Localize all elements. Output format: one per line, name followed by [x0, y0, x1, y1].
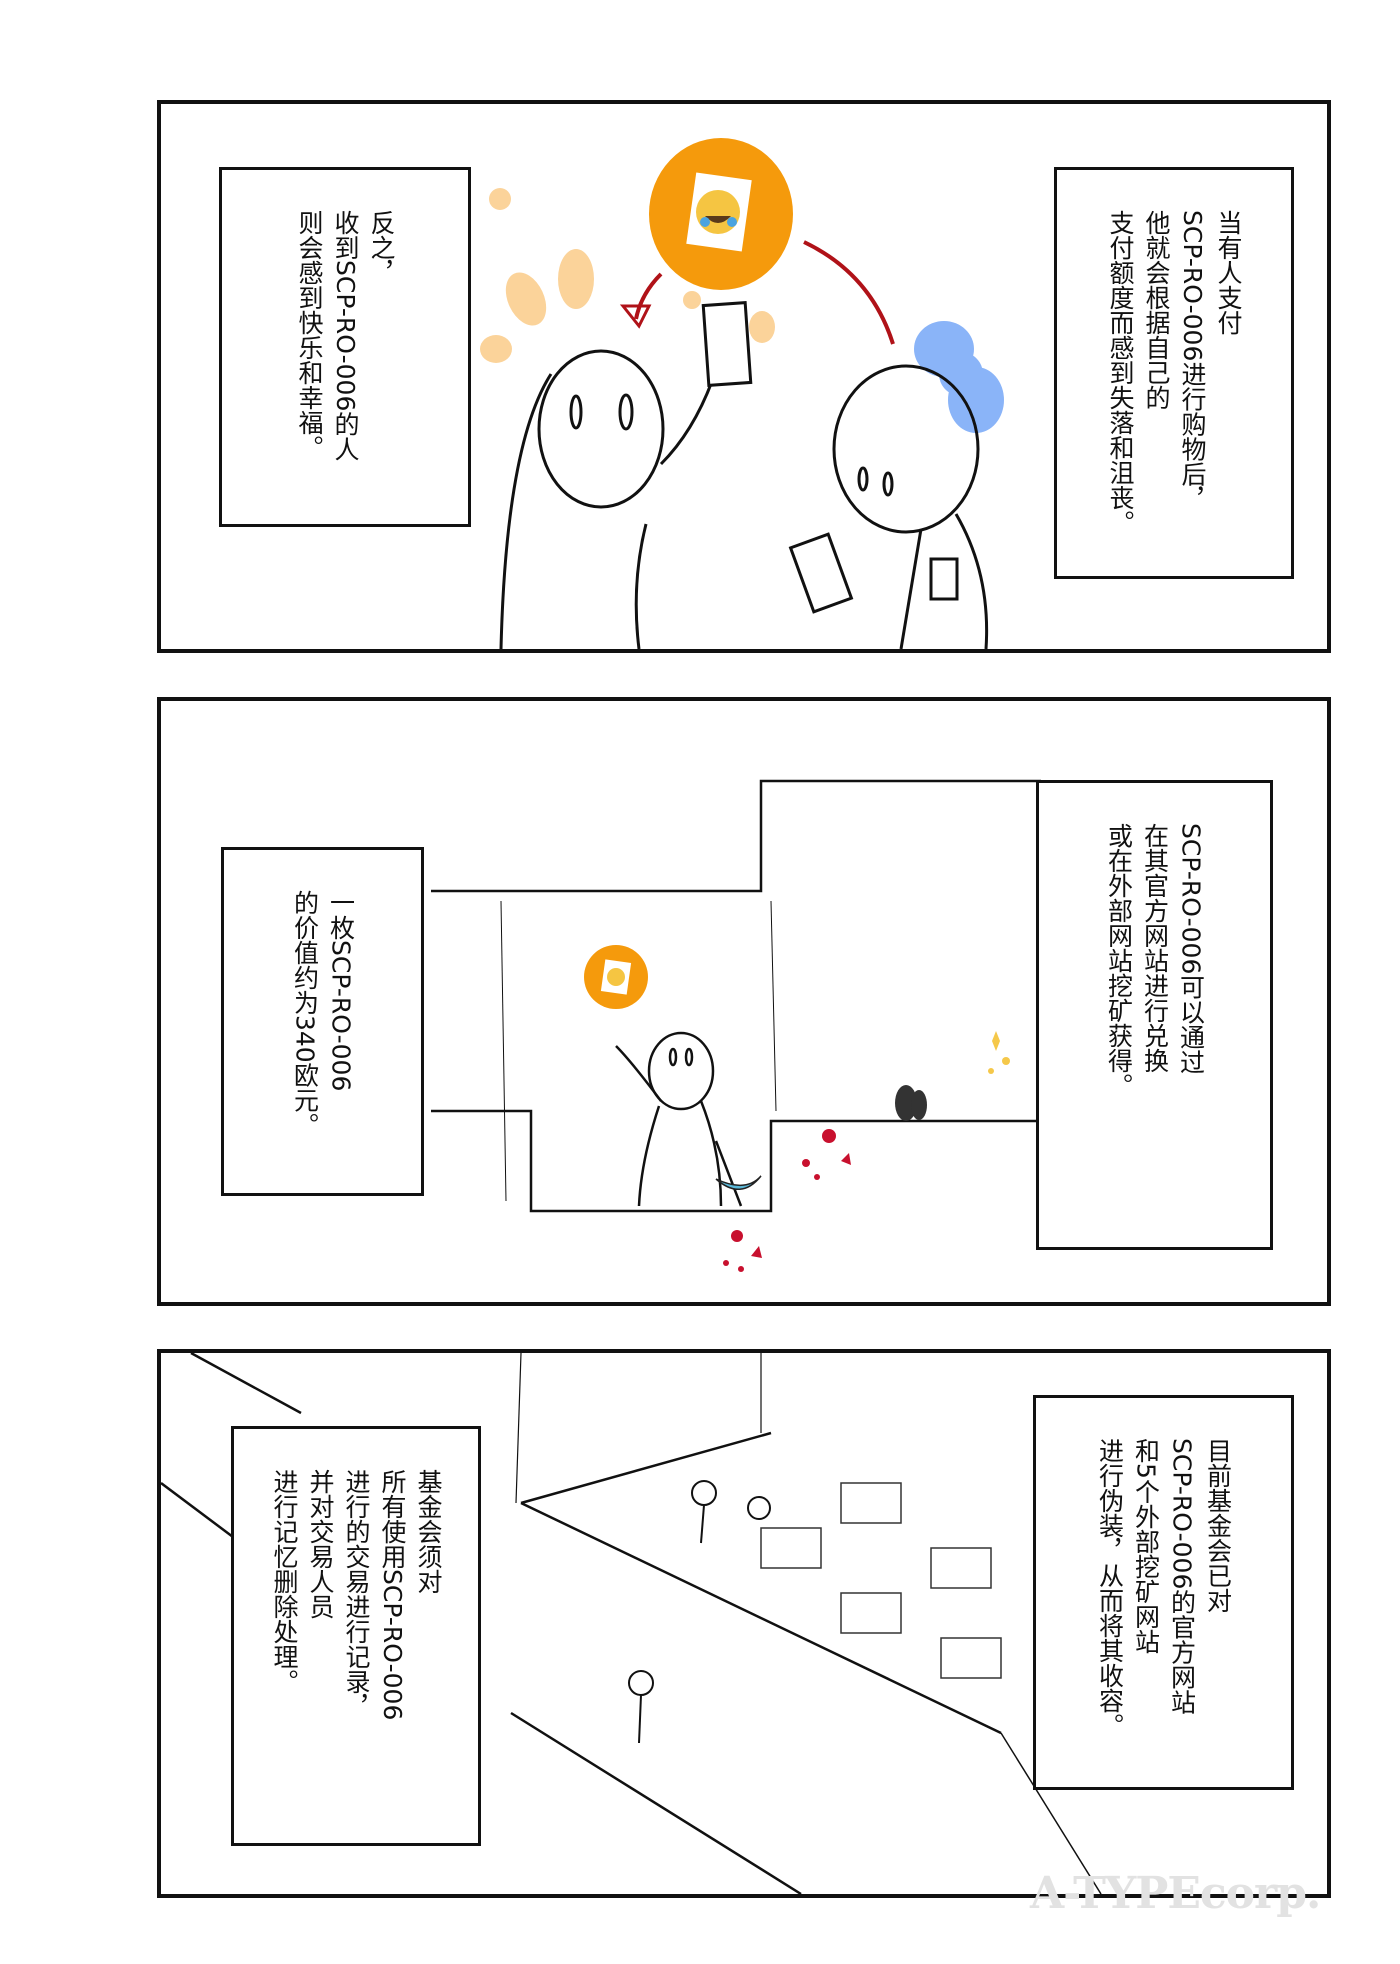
panel-1: 反之， 收到SCP-RO-006的人 则会感到快乐和幸福。 当有人支付 SCP-…: [157, 100, 1331, 653]
rock-icon: [895, 1085, 927, 1121]
caption-box-left: 反之， 收到SCP-RO-006的人 则会感到快乐和幸福。: [219, 167, 471, 527]
sad-cloud: [914, 321, 1004, 433]
happy-dots: [480, 188, 775, 363]
caption-text: 当有人支付 SCP-RO-006进行购物后， 他就会根据自己的 支付额度而感到失…: [1106, 210, 1243, 535]
figures: [499, 301, 989, 649]
caption-text: 基金会须对 所有使用SCP-RO-006 进行的交易进行记录， 并对交易人员 进…: [270, 1469, 443, 1721]
ore-fragments: [723, 1129, 851, 1272]
desks: [760, 1482, 1002, 1679]
panel-2-illustration: [431, 779, 1041, 1272]
coin-icon: [649, 138, 793, 290]
coin-icon: [584, 945, 648, 1009]
panel-3: 基金会须对 所有使用SCP-RO-006 进行的交易进行记录， 并对交易人员 进…: [157, 1349, 1331, 1898]
caption-text: 反之， 收到SCP-RO-006的人 则会感到快乐和幸福。: [295, 210, 396, 462]
people: [628, 1480, 771, 1744]
caption-text: SCP-RO-006可以通过 在其官方网站进行兑换 或在外部网站挖矿获得。: [1104, 823, 1206, 1098]
caption-box-left: 基金会须对 所有使用SCP-RO-006 进行的交易进行记录， 并对交易人员 进…: [231, 1426, 481, 1846]
panel-1-illustration: [480, 138, 1004, 649]
transfer-arrow: [619, 240, 895, 345]
caption-box-right: 目前基金会已对 SCP-RO-006的官方网站 和5个外部挖矿网站 进行伪装，从…: [1033, 1395, 1294, 1790]
miner-figure: [615, 1031, 743, 1207]
sparkles: [988, 1031, 1010, 1074]
panel-2: 一枚SCP-RO-006 的价值约为340欧元。 SCP-RO-006可以通过 …: [157, 697, 1331, 1306]
caption-box-left: 一枚SCP-RO-006 的价值约为340欧元。: [221, 847, 424, 1196]
caption-text: 目前基金会已对 SCP-RO-006的官方网站 和5个外部挖矿网站 进行伪装，从…: [1095, 1438, 1233, 1738]
caption-box-right: 当有人支付 SCP-RO-006进行购物后， 他就会根据自己的 支付额度而感到失…: [1054, 167, 1294, 579]
panel-3-illustration: [161, 1353, 1102, 1894]
caption-text: 一枚SCP-RO-006 的价值约为340欧元。: [290, 890, 356, 1138]
caption-box-right: SCP-RO-006可以通过 在其官方网站进行兑换 或在外部网站挖矿获得。: [1036, 780, 1273, 1250]
watermark-logo: A-TYPEcorp.: [1030, 1868, 1321, 1919]
office-floor: [161, 1353, 1102, 1894]
mine-walls: [431, 779, 1041, 1213]
pickaxe-icon: [715, 1175, 762, 1190]
